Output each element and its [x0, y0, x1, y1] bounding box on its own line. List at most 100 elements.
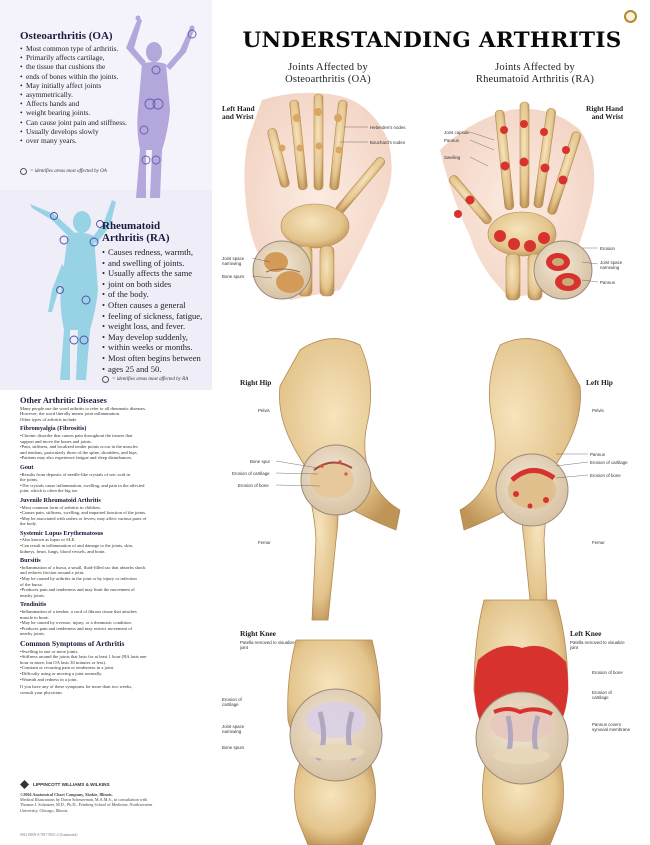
ra-bullet-cont: feeling of sickness, fatigue,: [102, 311, 210, 322]
callout-heberdens-nodes: Heberden's nodes: [370, 125, 406, 130]
label-left-hand-line1: Left Hand: [222, 104, 255, 113]
ra-bullet: Usually affects the same: [102, 268, 210, 279]
disease-line: the joints.: [20, 477, 39, 483]
oa-legend: = identifies areas most affected by OA: [20, 168, 107, 175]
disease-line: •Produces pain and tenderness and may li…: [20, 587, 135, 593]
symptom-line: •Warmth and redness in a joint.: [20, 676, 78, 682]
footer-note-line: consult your physician.: [20, 689, 63, 695]
disease-line: •Results from deposits of needle-like cr…: [20, 471, 130, 477]
callout-joint-space-narrowing: Joint space narrowing: [222, 256, 245, 266]
ra-column-title-line2: Rheumatoid Arthritis (RA): [475, 74, 595, 85]
ra-bullet-cont: of the body.: [102, 289, 210, 300]
disease-heading: Tendinitis: [20, 601, 47, 609]
callout-pannus-synovial: Pannus covers synovial membrane: [592, 722, 631, 732]
callout-pannus: Pannus: [600, 280, 615, 285]
ra-column-title-line1: Joints Affected by: [495, 62, 575, 73]
callout-bone-spur: Bone spur: [250, 459, 271, 464]
callout-pannus: Pannus: [590, 452, 605, 457]
symptom-line: •Constant or recurring pain or tendernes…: [20, 665, 115, 671]
copyright-line: University, Chicago, Illinois.: [20, 807, 69, 813]
oa-column-title: Joints Affected by Osteoarthritis (OA): [258, 62, 398, 86]
callout-joint-space-narrowing: Joint space narrowing: [600, 260, 623, 270]
disease-line: •Inflammation of a tendon, a cord of fib…: [20, 609, 137, 614]
disease-line: •Inflammation of a bursa, a small, fluid…: [20, 564, 146, 570]
disease-line: •Can result in inflammation of and damag…: [20, 543, 134, 549]
symptom-line: hour or more, but OA lasts 30 minutes or…: [20, 659, 107, 665]
oa-column-title-line1: Joints Affected by: [288, 62, 368, 73]
disease-line: •May be associated with rashes or fevers…: [20, 515, 147, 521]
label-left-hip: Left Hip: [586, 378, 613, 387]
ra-heading-line2: Arthritis (RA): [102, 232, 170, 244]
symptom-line: •Difficulty using or moving a joint norm…: [20, 670, 103, 676]
oa-bullet-cont: ends of bones within the joints.: [20, 72, 140, 81]
callout-erosion-of-cartilage: Erosion of cartilage: [590, 460, 628, 465]
callout-erosion-of-bone: Erosion of bone: [592, 670, 623, 675]
ra-bullet: Often causes a general: [102, 300, 210, 311]
oa-bullet: Usually develops slowly: [20, 127, 140, 136]
copyright-line: Medical Illustrations by Dawn Scheuerman…: [20, 797, 148, 803]
callout-pelvis: Pelvis: [258, 408, 270, 413]
copyright-line: Thomas J. Schnitzer, M.D., Ph.D., Feinbe…: [20, 802, 153, 808]
ra-bullet-cont: joint on both sides: [102, 279, 210, 290]
ra-column-title: Joints Affected by Rheumatoid Arthritis …: [440, 62, 630, 86]
oa-bullet-cont: over many years.: [20, 136, 140, 145]
oa-knee-illustration: [287, 639, 383, 845]
publisher-logo-text: LIPPINCOTT WILLIAMS & WILKINS: [33, 782, 110, 787]
other-diseases-section: Other Arthritic Diseases Many people use…: [20, 396, 200, 695]
oa-legend-text: = identifies areas most affected by OA: [30, 169, 107, 174]
callout-erosion-of-bone: Erosion of bone: [590, 473, 621, 478]
disease-heading: Fibromyalgia (Fibrositis): [20, 425, 87, 433]
oa-bullet-cont: weight bearing joints.: [20, 108, 140, 117]
disease-line: •Most common form of arthritis in childr…: [20, 504, 101, 510]
disease-line: muscle to bone.: [20, 614, 49, 620]
other-diseases-heading: Other Arthritic Diseases: [20, 396, 107, 405]
disease-heading: Juvenile Rheumatoid Arthritis: [20, 496, 101, 504]
disease-line: •Produces pain and tenderness and may re…: [20, 625, 133, 631]
disease-line: joint, which is often the big toe.: [20, 488, 79, 494]
disease-heading: Gout: [20, 463, 34, 471]
callout-bone-spurs: Bone spurs: [222, 274, 245, 279]
callout-erosion-of-cartilage: Erosion of cartilage: [232, 471, 270, 476]
hanging-grommet-right: [624, 10, 637, 23]
ra-heading-line1: Rheumatoid: [102, 220, 161, 232]
disease-line: •Chronic disorder that causes pain throu…: [20, 432, 133, 438]
disease-line: •May be caused by overuse, injury, or a …: [20, 620, 132, 626]
ra-legend: = identifies areas most affected by RA: [102, 376, 188, 383]
ra-joint-markers: [50, 212, 104, 345]
callout-erosion-of-cartilage: Erosion of cartilage: [222, 697, 242, 707]
oa-legend-ring-icon: [20, 168, 27, 175]
ra-bullet: May develop suddenly,: [102, 332, 210, 343]
disease-line: kidneys, heart, lungs, blood vessels, an…: [20, 548, 106, 554]
callout-pannus: Pannus: [444, 138, 459, 143]
disease-heading: Systemic Lupus Erythematosus: [20, 529, 104, 537]
disease-line: nearby joints.: [20, 631, 46, 637]
label-right-hand-line1: Right Hand: [586, 104, 624, 113]
label-right-knee: Right Knee: [240, 629, 276, 638]
disease-heading: Bursitis: [20, 557, 41, 565]
disease-line: •Causes pain, stiffness, swelling, and i…: [20, 510, 147, 516]
callout-femur: Femur: [258, 540, 271, 545]
intro-line: Many people use the word arthritis to re…: [20, 405, 147, 411]
oa-bullet: Primarily affects cartilage,: [20, 53, 140, 62]
disease-line: •Also known as lupus or SLE.: [20, 537, 76, 543]
copyright-block: ©2004 Anatomical Chart Company, Skokie, …: [20, 792, 200, 813]
label-left-hand-line2: and Wrist: [222, 112, 254, 122]
disease-line: support and move the bones and joints.: [20, 438, 92, 444]
callout-erosion-of-cartilage: Erosion of cartilage: [592, 690, 612, 700]
ra-hip-illustration: [459, 338, 581, 621]
oa-bullet: Most common type of arthritis.: [20, 44, 140, 53]
disease-line: and tendons, particularly those of the s…: [20, 449, 138, 455]
poster-title: UNDERSTANDING ARTHRITIS: [242, 28, 622, 53]
ra-bullet-cont: ages 25 and 50.: [102, 364, 210, 375]
ra-bullet-cont: within weeks or months.: [102, 342, 210, 353]
intro-line: However, the word literally means joint …: [20, 411, 121, 417]
oa-heading: Osteoarthritis (OA): [20, 30, 113, 42]
label-right-hand-line2: and Wrist: [591, 112, 624, 122]
oa-bullet-list: Most common type of arthritis. Primarily…: [20, 44, 140, 145]
disease-line: •The crystals cause inflammation, swelli…: [20, 482, 145, 488]
disease-line: •Pain, stiffness, and localized tender p…: [20, 444, 138, 450]
callout-joint-capsule: Joint capsule: [444, 130, 470, 135]
ra-bullet-cont: and swelling of joints.: [102, 258, 210, 269]
footer-note-line: If you have any of these symptoms for mo…: [20, 684, 133, 690]
